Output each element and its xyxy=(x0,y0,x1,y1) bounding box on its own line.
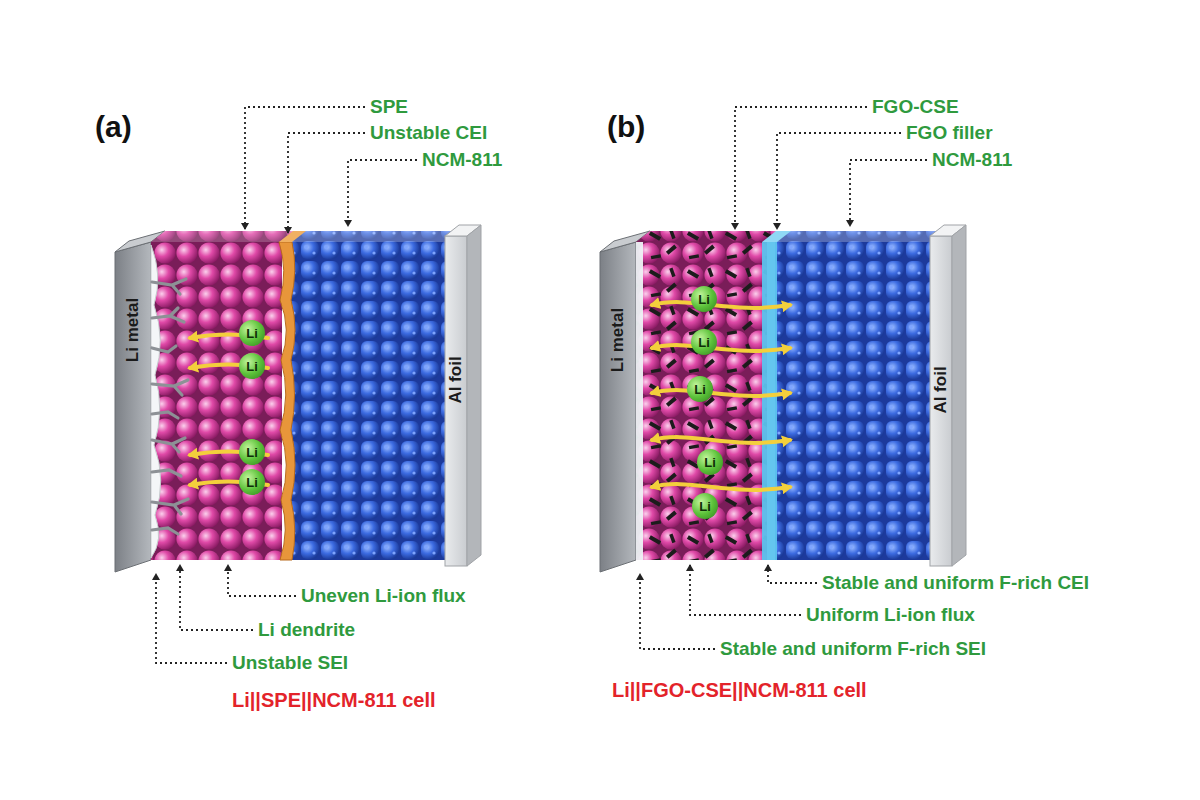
panel-b-cell xyxy=(600,225,966,572)
electrode-label: Li metal xyxy=(123,298,143,362)
lithium-ion: Li xyxy=(691,329,717,355)
electrode-label: Al foil xyxy=(931,366,951,413)
part-label: Li dendrite xyxy=(258,619,355,641)
lithium-ion: Li xyxy=(697,449,723,475)
part-label: SPE xyxy=(370,96,408,118)
lithium-ion: Li xyxy=(239,439,265,465)
ion-label: Li xyxy=(698,335,710,350)
part-label: Stable and uniform F-rich SEI xyxy=(720,638,986,660)
lithium-ion: Li xyxy=(239,353,265,379)
part-label: FGO-CSE xyxy=(872,96,959,118)
leader-lines xyxy=(156,107,927,663)
part-label: NCM-811 xyxy=(422,149,502,171)
part-label: Stable and uniform F-rich CEI xyxy=(822,572,1089,594)
electrode-label: Al foil xyxy=(446,356,466,403)
al-foil-plate: Al foil xyxy=(930,330,952,450)
ion-label: Li xyxy=(699,499,711,514)
part-label: Uniform Li-ion flux xyxy=(806,604,975,626)
panel-a-cell xyxy=(115,225,481,572)
li-metal-plate: Li metal xyxy=(115,270,151,390)
ion-label: Li xyxy=(246,359,258,374)
electrode-label: Li metal xyxy=(608,308,628,372)
lithium-ion: Li xyxy=(239,320,265,346)
lithium-ion: Li xyxy=(692,493,718,519)
part-label: Unstable SEI xyxy=(232,652,348,674)
part-label: FGO filler xyxy=(906,122,993,144)
ion-label: Li xyxy=(246,475,258,490)
lithium-ion: Li xyxy=(687,376,713,402)
ion-label: Li xyxy=(246,445,258,460)
lithium-ion: Li xyxy=(239,469,265,495)
li-metal-plate: Li metal xyxy=(600,280,636,400)
part-label: NCM-811 xyxy=(932,149,1012,171)
ion-label: Li xyxy=(694,382,706,397)
part-label: Uneven Li-ion flux xyxy=(301,585,466,607)
ion-label: Li xyxy=(704,455,716,470)
al-foil-plate: Al foil xyxy=(445,320,467,440)
ion-label: Li xyxy=(698,292,710,307)
cell-caption: Li||SPE||NCM-811 cell xyxy=(232,689,436,712)
panel-label: (b) xyxy=(607,110,645,145)
lithium-ion: Li xyxy=(691,286,717,312)
ion-label: Li xyxy=(246,326,258,341)
cell-caption: Li||FGO-CSE||NCM-811 cell xyxy=(612,679,867,702)
panel-label: (a) xyxy=(95,110,132,145)
part-label: Unstable CEI xyxy=(370,122,487,144)
